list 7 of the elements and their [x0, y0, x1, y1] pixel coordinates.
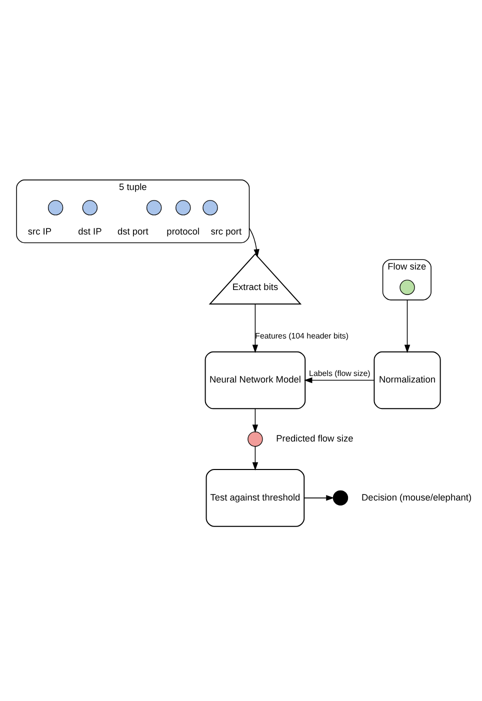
- node-label: src IP: [28, 226, 52, 236]
- node-label: dst port: [117, 226, 148, 236]
- node-label: protocol: [166, 226, 200, 236]
- node-label: Decision (mouse/elephant): [362, 492, 472, 502]
- node-label: src port: [210, 226, 242, 236]
- node-label: Predicted flow size: [276, 434, 354, 444]
- node-label: dst IP: [78, 226, 102, 236]
